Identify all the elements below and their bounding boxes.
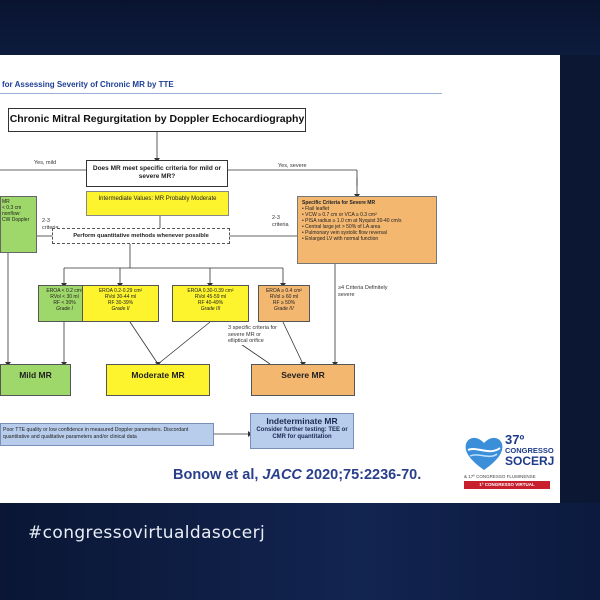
outcome-mild-mr: Mild MR	[0, 364, 71, 396]
severe-criteria-item: • VCW ≥ 0.7 cm or VCA ≥ 0.3 cm²	[302, 212, 377, 218]
logo-line-2: SOCERJ	[505, 454, 555, 468]
logo-line-1: CONGRESSO	[505, 446, 554, 455]
title-divider	[0, 93, 442, 94]
criteria-line: RF ≥ 50%	[272, 300, 296, 306]
grade-label: Grade IV	[273, 306, 294, 312]
mild-criteria-line: MR	[2, 199, 10, 205]
severe-criteria-item: • Enlarged LV with normal function	[302, 236, 379, 242]
indeterminate-subtitle: Consider further testing: TEE or CMR for…	[256, 427, 348, 440]
criteria-box-grade-4: EROA ≥ 0.4 cm² RVol ≥ 60 ml RF ≥ 50% Gra…	[258, 285, 310, 322]
indeterminate-title: Indeterminate MR	[266, 416, 338, 426]
severe-criteria-item: • Central large jet > 50% of LA area	[302, 224, 381, 230]
label-yes-mild: Yes, mild	[34, 160, 57, 166]
logo-edition: 37º	[505, 432, 525, 447]
label-yes-severe: Yes, severe	[278, 163, 307, 169]
mild-criteria-line: CW Doppler	[2, 217, 30, 223]
intermediate-values-box: Intermediate Values: MR Probably Moderat…	[86, 191, 229, 216]
criteria-line: EROA < 0.2 cm²	[46, 288, 83, 294]
logo-subtitle: & 17º CONGRESSO FLUMINENSE	[464, 474, 536, 479]
criteria-line: EROA ≥ 0.4 cm²	[265, 288, 303, 294]
severe-criteria-title: Specific Criteria for Severe MR	[302, 200, 376, 206]
severe-criteria-box: Specific Criteria for Severe MR • Flail …	[297, 196, 437, 264]
poor-quality-box: Poor TTE quality or low confidence in me…	[0, 423, 214, 446]
criteria-box-grade-3: EROA 0.30-0.39 cm² RVol 45-59 ml RF 40-4…	[172, 285, 249, 322]
criteria-line: EROA 0.2-0.29 cm²	[98, 288, 143, 294]
severe-criteria-item: • Flail leaflet	[302, 206, 330, 212]
criteria-line: RVol ≥ 60 ml	[269, 294, 299, 300]
criteria-line: RVol 30-44 ml	[104, 294, 137, 300]
outcome-moderate-mr: Moderate MR	[106, 364, 210, 396]
indeterminate-mr-box: Indeterminate MR Consider further testin…	[250, 413, 354, 449]
video-frame-top	[0, 0, 600, 55]
question-box: Does MR meet specific criteria for mild …	[86, 160, 228, 187]
criteria-line: EROA 0.30-0.39 cm²	[187, 288, 234, 294]
criteria-line: RVol < 30 ml	[50, 294, 79, 300]
label-2-3-criteria-left: 2-3 criteria	[42, 218, 59, 231]
video-frame-bottom	[0, 503, 600, 600]
logo-banner: 1º CONGRESSO VIRTUAL	[464, 481, 550, 489]
mild-criteria-box: MR < 0.3 cm nonflow: CW Doppler	[0, 196, 37, 253]
grade-label: Grade III	[200, 306, 221, 312]
criteria-line: RF 40-49%	[197, 300, 224, 306]
criteria-line: RF < 30%	[53, 300, 76, 306]
grade-label: Grade I	[56, 306, 73, 312]
severe-criteria-item: • Pulmonary vein systolic flow reversal	[302, 230, 387, 236]
criteria-line: RVol 45-59 ml	[194, 294, 227, 300]
grade-label: Grade II	[111, 306, 130, 312]
mild-criteria-line: < 0.3 cm	[2, 205, 22, 211]
severe-criteria-item: • PISA radius ≥ 1.0 cm at Nyquist 30-40 …	[302, 218, 402, 224]
label-2-3-criteria-right: 2-3 criteria	[272, 215, 289, 228]
socerj-logo: 37º CONGRESSO SOCERJ & 17º CONGRESSO FLU…	[462, 430, 554, 494]
flowchart-title: Chronic Mitral Regurgitation by Doppler …	[8, 108, 306, 132]
label-3-specific-criteria: 3 specific criteria for severe MR or ell…	[228, 325, 280, 345]
outcome-severe-mr: Severe MR	[251, 364, 355, 396]
criteria-line: RF 30-39%	[107, 300, 134, 306]
mild-criteria-line: nonflow:	[2, 211, 21, 217]
slide-title: for Assessing Severity of Chronic MR by …	[2, 80, 174, 89]
perform-quantitative-box: Perform quantitative methods whenever po…	[52, 228, 230, 244]
citation: Bonow et al, JACC 2020;75:2236-70.	[173, 467, 422, 483]
criteria-box-grade-2: EROA 0.2-0.29 cm² RVol 30-44 ml RF 30-39…	[82, 285, 159, 322]
event-hashtag: #congressovirtualdasocerj	[28, 523, 266, 543]
heart-logo-icon	[465, 437, 503, 470]
label-4-criteria: ≥4 Criteria Definitely severe	[338, 285, 388, 298]
